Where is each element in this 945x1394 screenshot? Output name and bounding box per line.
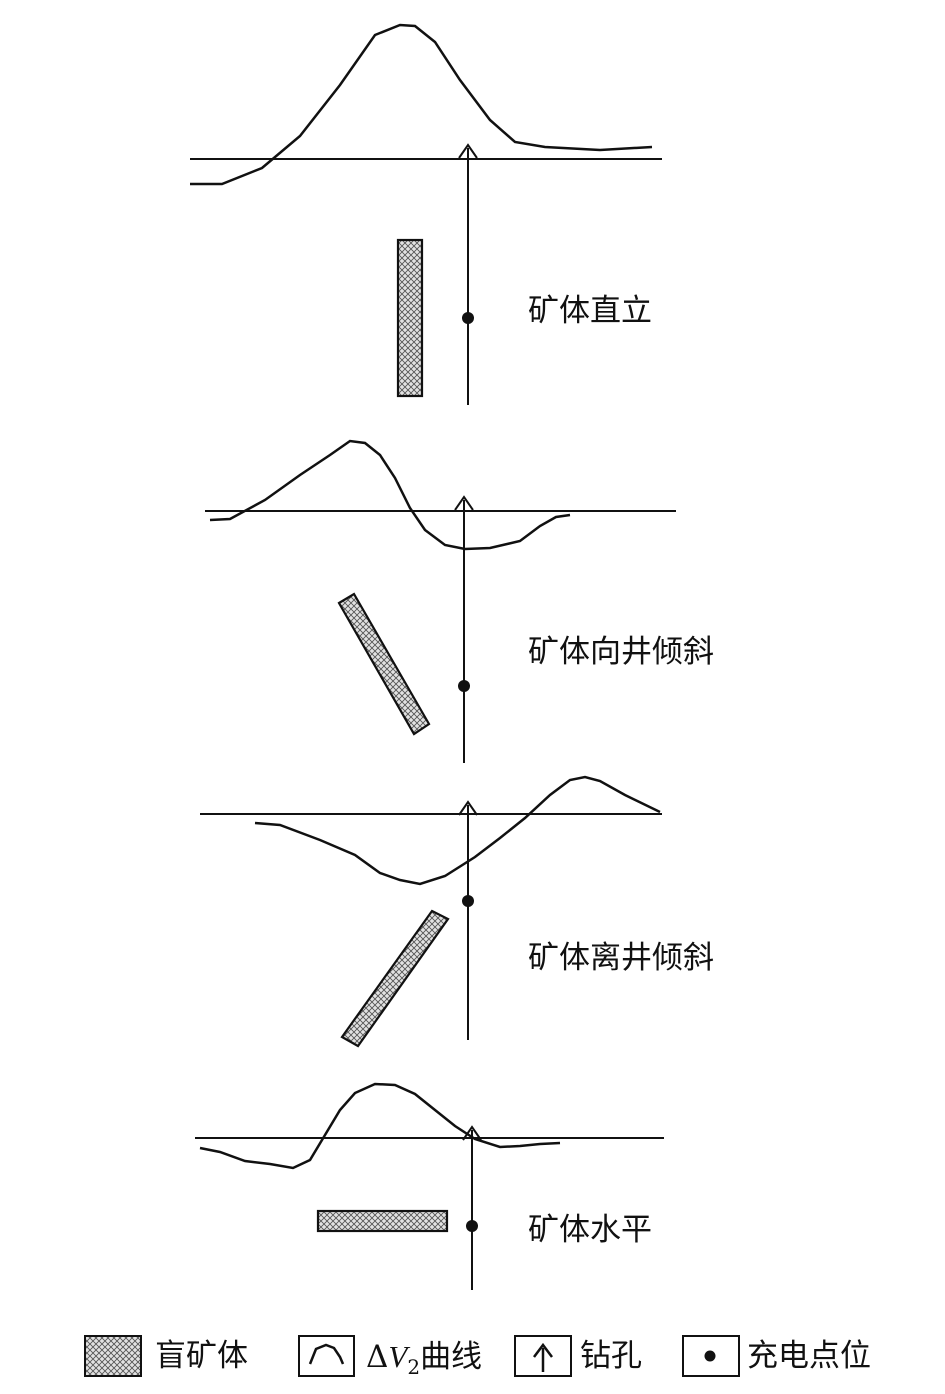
panel-label-toward: 矿体向井倾斜: [528, 634, 714, 670]
panel-vertical: [190, 23, 662, 405]
blind-orebody: [316, 1209, 449, 1233]
v-subscript: 2: [407, 1355, 421, 1380]
borehole-arrow-head: [458, 800, 478, 816]
legend-label-borehole: 钻孔: [580, 1338, 642, 1374]
charge-point: [466, 1220, 478, 1232]
hatched-rect-icon: [84, 1335, 142, 1377]
charge-point: [458, 680, 470, 692]
borehole-arrow-head: [462, 1125, 482, 1141]
dot-icon: [704, 1350, 716, 1362]
dv2-curve: [209, 439, 571, 551]
legend-label-charge: 充电点位: [747, 1338, 871, 1374]
blind-orebody: [340, 909, 450, 1048]
blind-orebody: [396, 238, 424, 398]
curve-icon: [308, 1343, 345, 1365]
panel-horizontal: [195, 1082, 664, 1290]
curve-word: 曲线: [420, 1339, 483, 1375]
curve-icon-frame: [298, 1335, 355, 1377]
borehole-arrow-head: [458, 143, 478, 159]
borehole-arrow-head: [454, 495, 474, 511]
blind-orebody: [337, 592, 431, 736]
panel-label-vertical: 矿体直立: [528, 293, 652, 329]
dv2-curve: [190, 23, 653, 186]
dv2-curve: [199, 1082, 561, 1170]
legend-label-orebody: 盲矿体: [155, 1338, 248, 1374]
legend: [84, 1335, 740, 1377]
panel-label-horizontal: 矿体水平: [528, 1212, 652, 1248]
panel-away: [200, 775, 662, 1048]
charge-point: [462, 312, 474, 324]
charge-point: [462, 895, 474, 907]
dv2-curve: [254, 775, 661, 886]
borehole-arrow-icon-head: [533, 1342, 553, 1358]
legend-label-curve: ΔV2曲线: [366, 1341, 482, 1377]
panel-label-away: 矿体离井倾斜: [528, 940, 714, 976]
delta-symbol: Δ: [366, 1339, 389, 1375]
v-variable: V: [388, 1339, 408, 1374]
panel-toward: [205, 439, 676, 763]
